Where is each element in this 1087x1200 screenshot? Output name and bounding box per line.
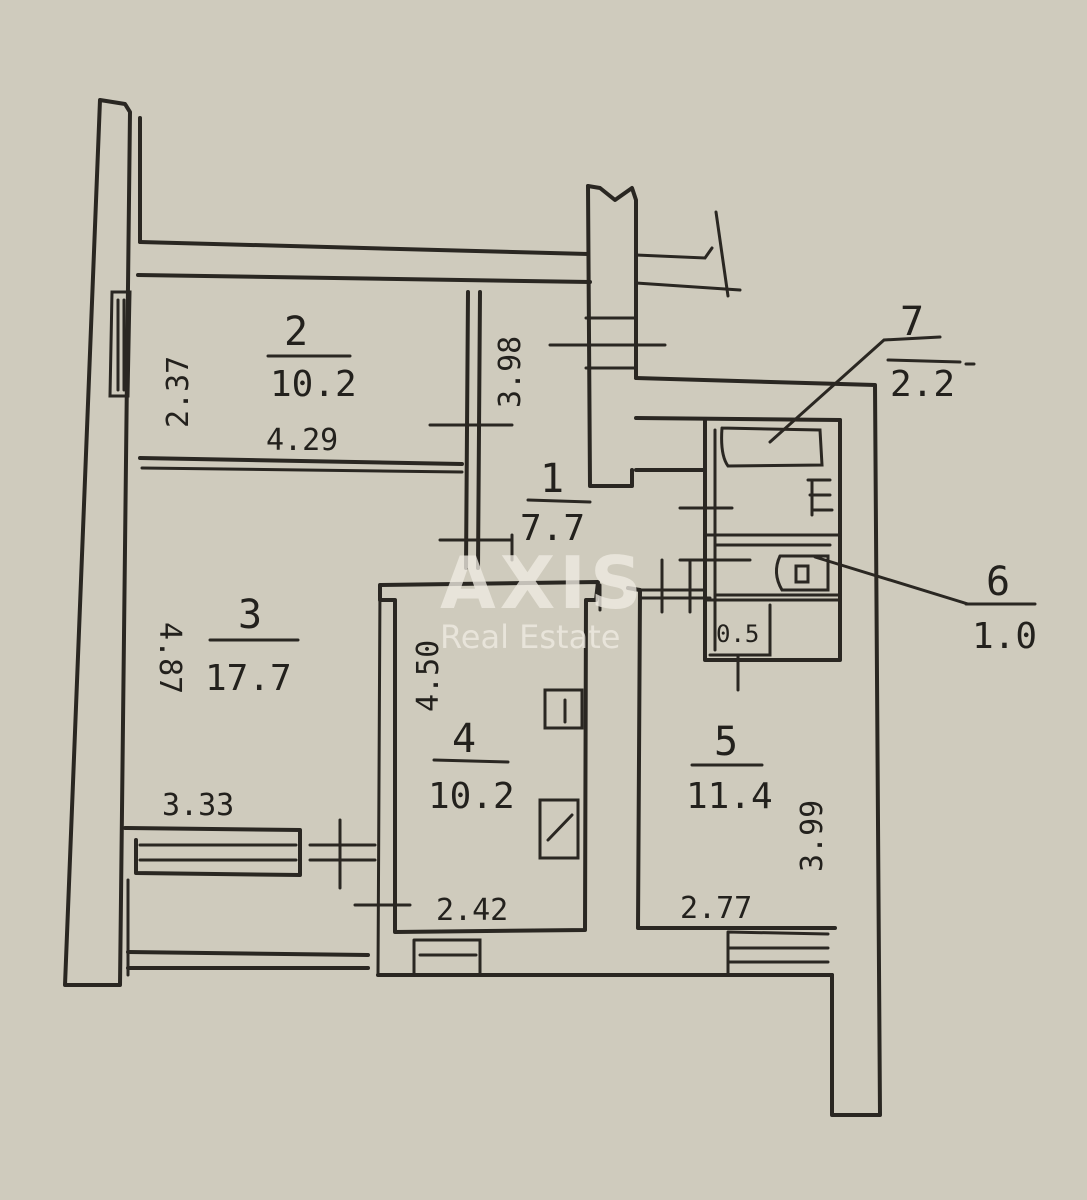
room-7-number: 7	[900, 299, 924, 345]
room-5-number: 5	[714, 719, 738, 765]
room-labels: 2 10.2 1 7.7 3 17.7 4 10.2 5 11.4 7 2.2 …	[205, 299, 1037, 817]
room-5-area: 11.4	[686, 776, 773, 817]
dim-room2-height: 2.37	[161, 356, 196, 428]
room-7-area: 2.2	[890, 364, 955, 405]
room-6-area: 1.0	[972, 616, 1037, 657]
room-3-number: 3	[238, 592, 262, 638]
watermark-subtitle: Real Estate	[440, 618, 620, 656]
room-1-area: 7.7	[520, 508, 585, 549]
walls	[63, 98, 1037, 1117]
dim-room2-width: 4.29	[266, 423, 338, 458]
dimension-labels: 2.37 4.29 3.98 4.87 3.33 4.50 2.42 3.99 …	[152, 336, 830, 928]
watermark-brand: AXIS	[440, 541, 646, 625]
dim-room3-width: 3.33	[162, 788, 234, 823]
room-6-number: 6	[986, 559, 1010, 605]
room-3-area: 17.7	[205, 658, 292, 699]
room-1-number: 1	[540, 456, 564, 502]
dim-closet-area: 0.5	[716, 620, 759, 648]
watermark: AXIS Real Estate	[440, 541, 646, 656]
room-2-area: 10.2	[270, 364, 357, 405]
room-4-number: 4	[452, 716, 476, 762]
dim-room5-width: 2.77	[680, 891, 752, 926]
dim-room4-height: 4.50	[411, 640, 446, 712]
dim-hall-length: 3.98	[493, 336, 528, 408]
room-2-number: 2	[284, 309, 308, 355]
dim-room5-height: 3.99	[795, 800, 830, 872]
dim-room3-height: 4.87	[152, 622, 187, 694]
room-4-area: 10.2	[428, 776, 515, 817]
dim-room4-width: 2.42	[436, 893, 508, 928]
